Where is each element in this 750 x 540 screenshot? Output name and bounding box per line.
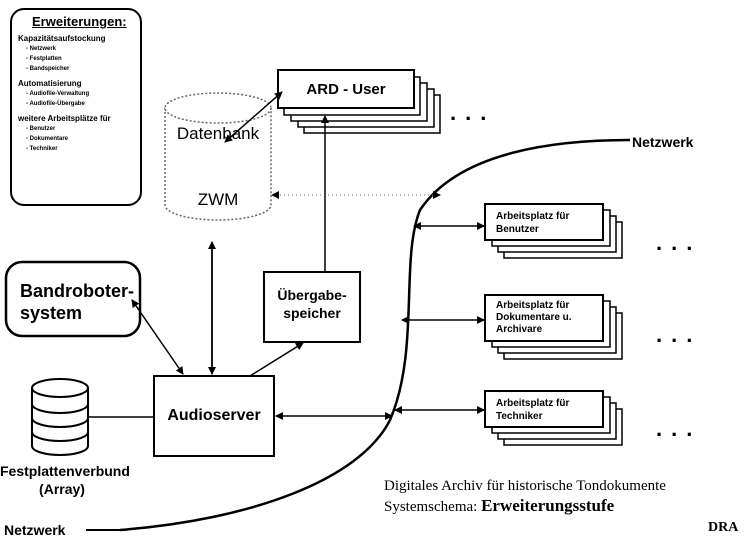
ard-user-stack bbox=[277, 69, 441, 134]
bandroboter-label: Bandroboter- system bbox=[20, 280, 134, 324]
legend-item: - Bandspeicher bbox=[26, 66, 70, 72]
uebergabe-label-line1: Übergabe- bbox=[277, 287, 347, 303]
bandroboter-label-line2: system bbox=[20, 303, 83, 323]
ap-doku-stack bbox=[484, 294, 623, 360]
ap-techniker-label-line1: Arbeitsplatz für bbox=[496, 398, 570, 409]
uebergabe-label-line2: speicher bbox=[283, 305, 341, 321]
uebergabe-label: Übergabe- speicher bbox=[264, 286, 360, 322]
festplatten-label-line2: (Array) bbox=[39, 481, 85, 497]
legend-title: Erweiterungen: bbox=[32, 14, 127, 29]
ap-doku-label-line2: Dokumentare u. bbox=[496, 312, 572, 323]
ap-benutzer-label-line2: Benutzer bbox=[496, 224, 539, 235]
audioserver-label: Audioserver bbox=[167, 407, 261, 424]
disk-array-icon bbox=[31, 378, 89, 456]
ap-techniker-label-line2: Techniker bbox=[496, 411, 543, 422]
datenbank-label: Datenbank bbox=[176, 124, 260, 143]
ap-techniker-stack bbox=[484, 390, 623, 446]
ap-benutzer-label-line1: Arbeitsplatz für bbox=[496, 211, 570, 222]
bandroboter-label-line1: Bandroboter- bbox=[20, 281, 134, 301]
ap-benutzer-stack bbox=[484, 203, 623, 259]
caption: Digitales Archiv für historische Tondoku… bbox=[384, 476, 666, 517]
caption-tag: DRA bbox=[708, 520, 739, 535]
legend-item: - Benutzer bbox=[26, 126, 56, 132]
ard-user-ellipsis: ... bbox=[450, 100, 496, 125]
legend-item: - Dokumentare bbox=[26, 136, 69, 142]
legend-item: - Netzwerk bbox=[26, 46, 57, 52]
caption-line2-bold: Erweiterungsstufe bbox=[481, 496, 615, 515]
ap-doku-label: Arbeitsplatz für Dokumentare u. Archivar… bbox=[496, 300, 596, 336]
netzwerk-top-label: Netzwerk bbox=[632, 134, 694, 150]
link-audioserver-uebergabe bbox=[249, 342, 304, 377]
legend-box: Erweiterungen: Kapazitätsaufstockung - N… bbox=[10, 8, 142, 206]
bandroboter-box bbox=[4, 260, 142, 338]
legend-section-heading: Kapazitätsaufstockung bbox=[18, 34, 106, 43]
caption-line1: Digitales Archiv für historische Tondoku… bbox=[384, 478, 666, 494]
ap-doku-label-line3: Archivare bbox=[496, 324, 543, 335]
legend-item: - Audiofile-Verwaltung bbox=[26, 91, 90, 97]
netzwerk-bottom-label: Netzwerk bbox=[4, 522, 66, 538]
ap-techniker-ellipsis: ... bbox=[656, 416, 702, 441]
ap-doku-ellipsis: ... bbox=[656, 322, 702, 347]
zwm-label: ZWM bbox=[197, 190, 239, 209]
caption-line2-prefix: Systemschema: bbox=[384, 499, 482, 515]
ap-techniker-label: Arbeitsplatz für Techniker bbox=[496, 397, 596, 423]
legend-item: - Techniker bbox=[26, 146, 58, 152]
ard-user-label: ARD - User bbox=[306, 80, 386, 98]
festplatten-label-line1: Festplattenverbund bbox=[0, 463, 130, 479]
ap-benutzer-ellipsis: ... bbox=[656, 230, 702, 255]
uebergabe-box bbox=[263, 271, 361, 343]
legend-item: - Festplatten bbox=[26, 56, 62, 62]
caption-line2: Systemschema: Erweiterungsstufe bbox=[384, 496, 666, 517]
ap-doku-label-line1: Arbeitsplatz für bbox=[496, 300, 570, 311]
legend-section-heading: weitere Arbeitsplätze für bbox=[18, 114, 111, 123]
audioserver-box bbox=[153, 375, 275, 457]
legend-section-heading: Automatisierung bbox=[18, 79, 82, 88]
legend-item: - Audiofile-Übergabe bbox=[26, 101, 85, 107]
link-db-ard bbox=[224, 91, 283, 143]
ap-benutzer-label: Arbeitsplatz für Benutzer bbox=[496, 210, 596, 236]
festplatten-label: Festplattenverbund (Array) bbox=[0, 462, 130, 498]
link-band-audioserver bbox=[131, 299, 184, 375]
